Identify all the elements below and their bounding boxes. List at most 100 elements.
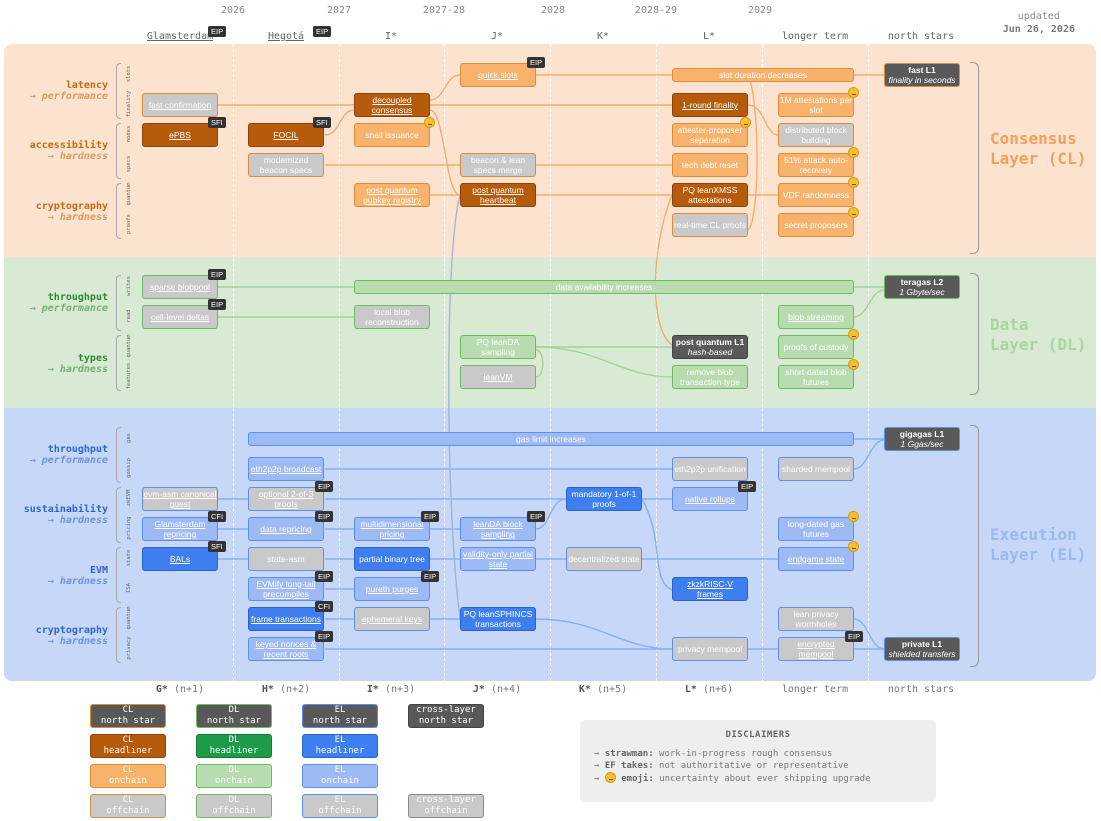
box-partial-binary-tree[interactable]: partial binary tree: [354, 547, 430, 571]
box-encrypted-mempool[interactable]: encrypted mempool: [778, 637, 854, 661]
box-zkzkriscv-frames[interactable]: zkzkRISC-V frames: [672, 577, 748, 601]
eip-tag: EIP: [315, 481, 334, 492]
eip-tag: EIP: [315, 631, 334, 642]
box-leanvm[interactable]: leanVM: [460, 365, 536, 389]
sfi-tag: SFI: [208, 117, 226, 128]
box-focil[interactable]: FOCIL: [248, 123, 324, 147]
box-blob-streaming[interactable]: blob streaming: [778, 305, 854, 329]
box-ephemeral-keys[interactable]: ephemeral keys: [354, 607, 430, 631]
box-remove-blob-tx[interactable]: remove blob transaction type: [672, 365, 748, 389]
box-eth2p2p-broadcast[interactable]: eth2p2p broadcast: [248, 457, 324, 481]
bar-slot-duration: slot duration decreases: [672, 68, 854, 82]
year-label: 2028: [540, 5, 566, 16]
disclaimer-item: → EF takes: not authoritative or represe…: [594, 761, 849, 771]
box-multidimensional-pricing[interactable]: multidimensional pricing: [354, 517, 430, 541]
bar-gas-limit: gas limit increases: [248, 432, 854, 446]
box-realtime-cl-proofs[interactable]: real-time CL proofs: [672, 213, 748, 237]
box-vdf-randomness[interactable]: VDF randomness: [778, 183, 854, 207]
box-snail-issuance[interactable]: snail issuance: [354, 123, 430, 147]
box-1m-attestations[interactable]: 1M attestations per slot: [778, 93, 854, 117]
box-pq-leanda-sampling[interactable]: PQ leanDA sampling: [460, 335, 536, 359]
box-keyed-nonces[interactable]: keyed nonces & recent roots: [248, 637, 324, 661]
sfi-tag: SFI: [208, 541, 226, 552]
box-mandatory-proofs[interactable]: mandatory 1-of-1 proofs: [566, 487, 642, 511]
box-one-round-finality[interactable]: 1-round finality: [672, 93, 748, 117]
box-pq-pubkey-registry[interactable]: post quantum pubkey registry: [354, 183, 430, 207]
box-cell-level-deltas[interactable]: cell-level deltas: [142, 305, 218, 329]
box-eth2p2p-unification[interactable]: eth2p2p unification: [672, 457, 748, 481]
fork-bottom-k: K* (n+5): [578, 684, 628, 695]
row-brace: [116, 63, 121, 119]
box-quick-slots[interactable]: quick slots: [460, 63, 536, 87]
row-title-types: types→ hardness: [47, 353, 108, 375]
box-proofs-of-custody[interactable]: proofs of custody: [778, 335, 854, 359]
box-sparse-blobpool[interactable]: sparse blobpool: [142, 275, 218, 299]
box-attester-proposer-separation[interactable]: attester-proposer separation: [672, 123, 748, 147]
fork-bottom-h: H* (n+2): [261, 684, 311, 695]
fork-bottom-l: L* (n+6): [684, 684, 734, 695]
box-frame-transactions[interactable]: frame transactions: [248, 607, 324, 631]
box-evmify-precompiles[interactable]: EVMify long-tail precompiles: [248, 577, 324, 601]
box-epbs[interactable]: ePBS: [142, 123, 218, 147]
eip-tag: EIP: [527, 511, 546, 522]
eip-tag: EIP: [421, 571, 440, 582]
box-distributed-block-building[interactable]: distributed block building: [778, 123, 854, 147]
column-separator: [339, 44, 340, 681]
fork-bottom-j: J* (n+4): [472, 684, 522, 695]
thinking-emoji-icon: [604, 772, 616, 783]
box-short-dated-blob[interactable]: short-dated blob futures: [778, 365, 854, 389]
box-glamsterdam-repricing[interactable]: Glamsterdam repricing: [142, 517, 218, 541]
box-tech-debt-reset[interactable]: tech debt reset: [672, 153, 748, 177]
box-beacon-lean-merge[interactable]: beacon & lean specs merge: [460, 153, 536, 177]
column-separator: [762, 44, 763, 681]
updated-label: updated: [1017, 11, 1060, 22]
layer-brace-cl: [970, 62, 979, 254]
box-leanda-block-sampling[interactable]: leanDA block sampling: [460, 517, 536, 541]
fork-k: K*: [596, 31, 610, 42]
box-pq-heartbeat[interactable]: post quantum heartbeat: [460, 183, 536, 207]
box-pq-leanxmss[interactable]: PQ leanXMSS attestations: [672, 183, 748, 207]
row-brace: [116, 427, 121, 483]
column-separator: [656, 44, 657, 681]
box-local-blob-reconstruction[interactable]: local blob reconstruction: [354, 305, 430, 329]
box-validity-only-state[interactable]: validity-only partial state: [460, 547, 536, 571]
box-attack-recovery[interactable]: 51% attack auto-recovery: [778, 153, 854, 177]
box-modernized-beacon-specs[interactable]: modernized beacon specs: [248, 153, 324, 177]
updated-date: Jun 26, 2026: [1002, 24, 1075, 35]
fork-glamsterdam[interactable]: Glamsterdam: [146, 31, 214, 42]
box-decoupled-consensus[interactable]: decoupled consensus: [354, 93, 430, 117]
thinking-emoji-icon: [848, 87, 859, 98]
box-pq-leansphincs[interactable]: PQ leanSPHINCS transactions: [460, 607, 536, 631]
box-privacy-mempool[interactable]: privacy mempool: [672, 637, 748, 661]
row-title-throughput-dl: throughput→ performance: [29, 292, 108, 314]
row-title-accessibility: accessibility→ hardness: [29, 140, 108, 162]
box-evm-asm-guest[interactable]: evm-asm canonical guest: [142, 487, 218, 511]
box-long-dated-gas[interactable]: long-dated gas futures: [778, 517, 854, 541]
layer-brace-dl: [970, 273, 979, 395]
box-sharded-mempool[interactable]: sharded mempool: [778, 457, 854, 481]
box-endgame-state[interactable]: endgame state: [778, 547, 854, 571]
box-bals[interactable]: BALs: [142, 547, 218, 571]
fork-bottom-longer-term: longer term: [781, 684, 849, 695]
box-native-rollups[interactable]: native rollups: [672, 487, 748, 511]
box-secret-proposers[interactable]: secret proposers: [778, 213, 854, 237]
fork-hegota[interactable]: Hegotá: [267, 31, 305, 42]
box-fast-confirmation[interactable]: fast confirmation: [142, 93, 218, 117]
box-optional-proofs[interactable]: optional 2-of-3 proofs: [248, 487, 324, 511]
row-brace: [116, 123, 121, 179]
box-decentralized-state[interactable]: decentralized state: [566, 547, 642, 571]
box-state-asm[interactable]: state-asm: [248, 547, 324, 571]
box-lean-privacy-wormholes[interactable]: lean privacy wormholes: [778, 607, 854, 631]
layer-brace-el: [970, 425, 979, 667]
row-title-cryptography-cl: cryptography→ hardness: [35, 201, 108, 223]
box-data-repricing[interactable]: data repricing: [248, 517, 324, 541]
box-pureth-purges[interactable]: pureth purges: [354, 577, 430, 601]
